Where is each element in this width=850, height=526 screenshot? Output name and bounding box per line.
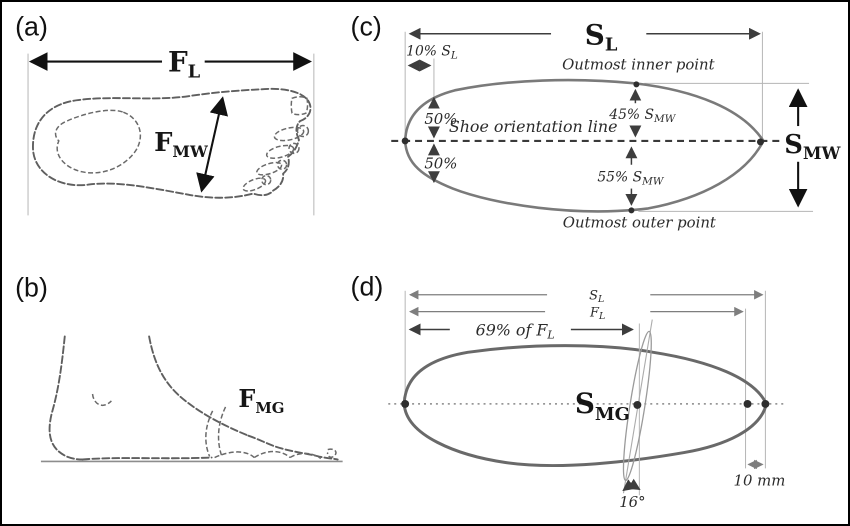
- sole-line: [81, 456, 213, 461]
- panel-c: (c) SL 10% SL Shoe orientation line 50% …: [351, 12, 842, 232]
- angle-label: 16°: [619, 493, 645, 511]
- shoe-length-label: SL: [585, 19, 618, 56]
- foot-length-label: FL: [589, 306, 605, 322]
- outmost-inner-point-dot: [633, 81, 640, 88]
- shoe-length-label: SL: [589, 289, 604, 305]
- ten-percent-label: 10% SL: [406, 44, 458, 62]
- pct45-label: 45% SMW: [608, 107, 676, 125]
- offset-label: 10 mm: [733, 471, 785, 489]
- front-leg-instep-line: [148, 335, 250, 437]
- angle-arc-arrow: [622, 478, 641, 492]
- heel-arch-line: [54, 109, 141, 174]
- girth-band-line: [217, 406, 227, 456]
- outmost-outer-point-dot: [628, 207, 635, 214]
- toe-tip-circle: [296, 124, 310, 138]
- shoe-outline: [403, 78, 765, 213]
- girth-center-dot: [633, 400, 642, 409]
- toe-tip-circle: [276, 159, 288, 170]
- shoe-max-width-label: SMW: [784, 130, 841, 163]
- foot-max-width-arrow: [196, 96, 229, 193]
- foot-side-drawing: [40, 335, 343, 463]
- panel-c-tag: (c): [351, 12, 382, 42]
- toe-ellipse: [265, 144, 295, 159]
- toe-ellipse: [273, 126, 305, 142]
- heel-point-dot: [401, 399, 410, 408]
- toe-tip-circle: [288, 142, 300, 155]
- panel-b-tag: (b): [15, 273, 48, 303]
- toe-arc: [289, 452, 322, 460]
- heel-point-dot: [401, 137, 409, 145]
- girth-band-line: [205, 410, 214, 457]
- ankle-mark: [91, 393, 112, 407]
- toe-point-dot: [761, 399, 770, 408]
- panel-d: (d) SL FL 69% of FL SMG 16° 10 mm: [351, 272, 788, 511]
- shoe-metatarsal-girth-label: SMG: [575, 387, 630, 425]
- toe-point-dot: [756, 138, 764, 146]
- foot-max-width-label: FMW: [154, 128, 208, 161]
- toe-tip-curl: [326, 448, 337, 458]
- shoe-orientation-line-label: Shoe orientation line: [449, 117, 618, 136]
- toe-ellipse: [256, 161, 283, 176]
- foot-outline: [32, 87, 312, 199]
- big-toe-nail: [290, 96, 309, 116]
- foot-metatarsal-girth-label: FMG: [238, 385, 284, 417]
- outmost-outer-point-label: Outmost outer point: [563, 213, 716, 231]
- fifty-percent-bottom-label: 50%: [424, 155, 457, 173]
- toe-tip-circle: [261, 174, 272, 186]
- toe-ellipse: [242, 177, 267, 192]
- panel-b: (b) FMG: [15, 273, 343, 463]
- pct55-label: 55% SMW: [597, 170, 664, 188]
- panel-a-tag: (a): [15, 12, 48, 42]
- toe-arc: [253, 450, 291, 459]
- outmost-inner-point-label: Outmost inner point: [562, 55, 715, 73]
- panel-a: (a) FL FMW: [15, 12, 315, 216]
- pct69-label: 69% of FL: [476, 320, 555, 341]
- back-leg-heel-line: [48, 335, 84, 461]
- foot-length-point-dot: [743, 399, 752, 408]
- foot-length-label: FL: [168, 45, 201, 82]
- fifty-percent-top-label: 50%: [424, 110, 457, 128]
- toe-arc: [214, 451, 255, 459]
- foot-dorsal-drawing: [32, 87, 312, 199]
- panel-d-tag: (d): [351, 272, 384, 302]
